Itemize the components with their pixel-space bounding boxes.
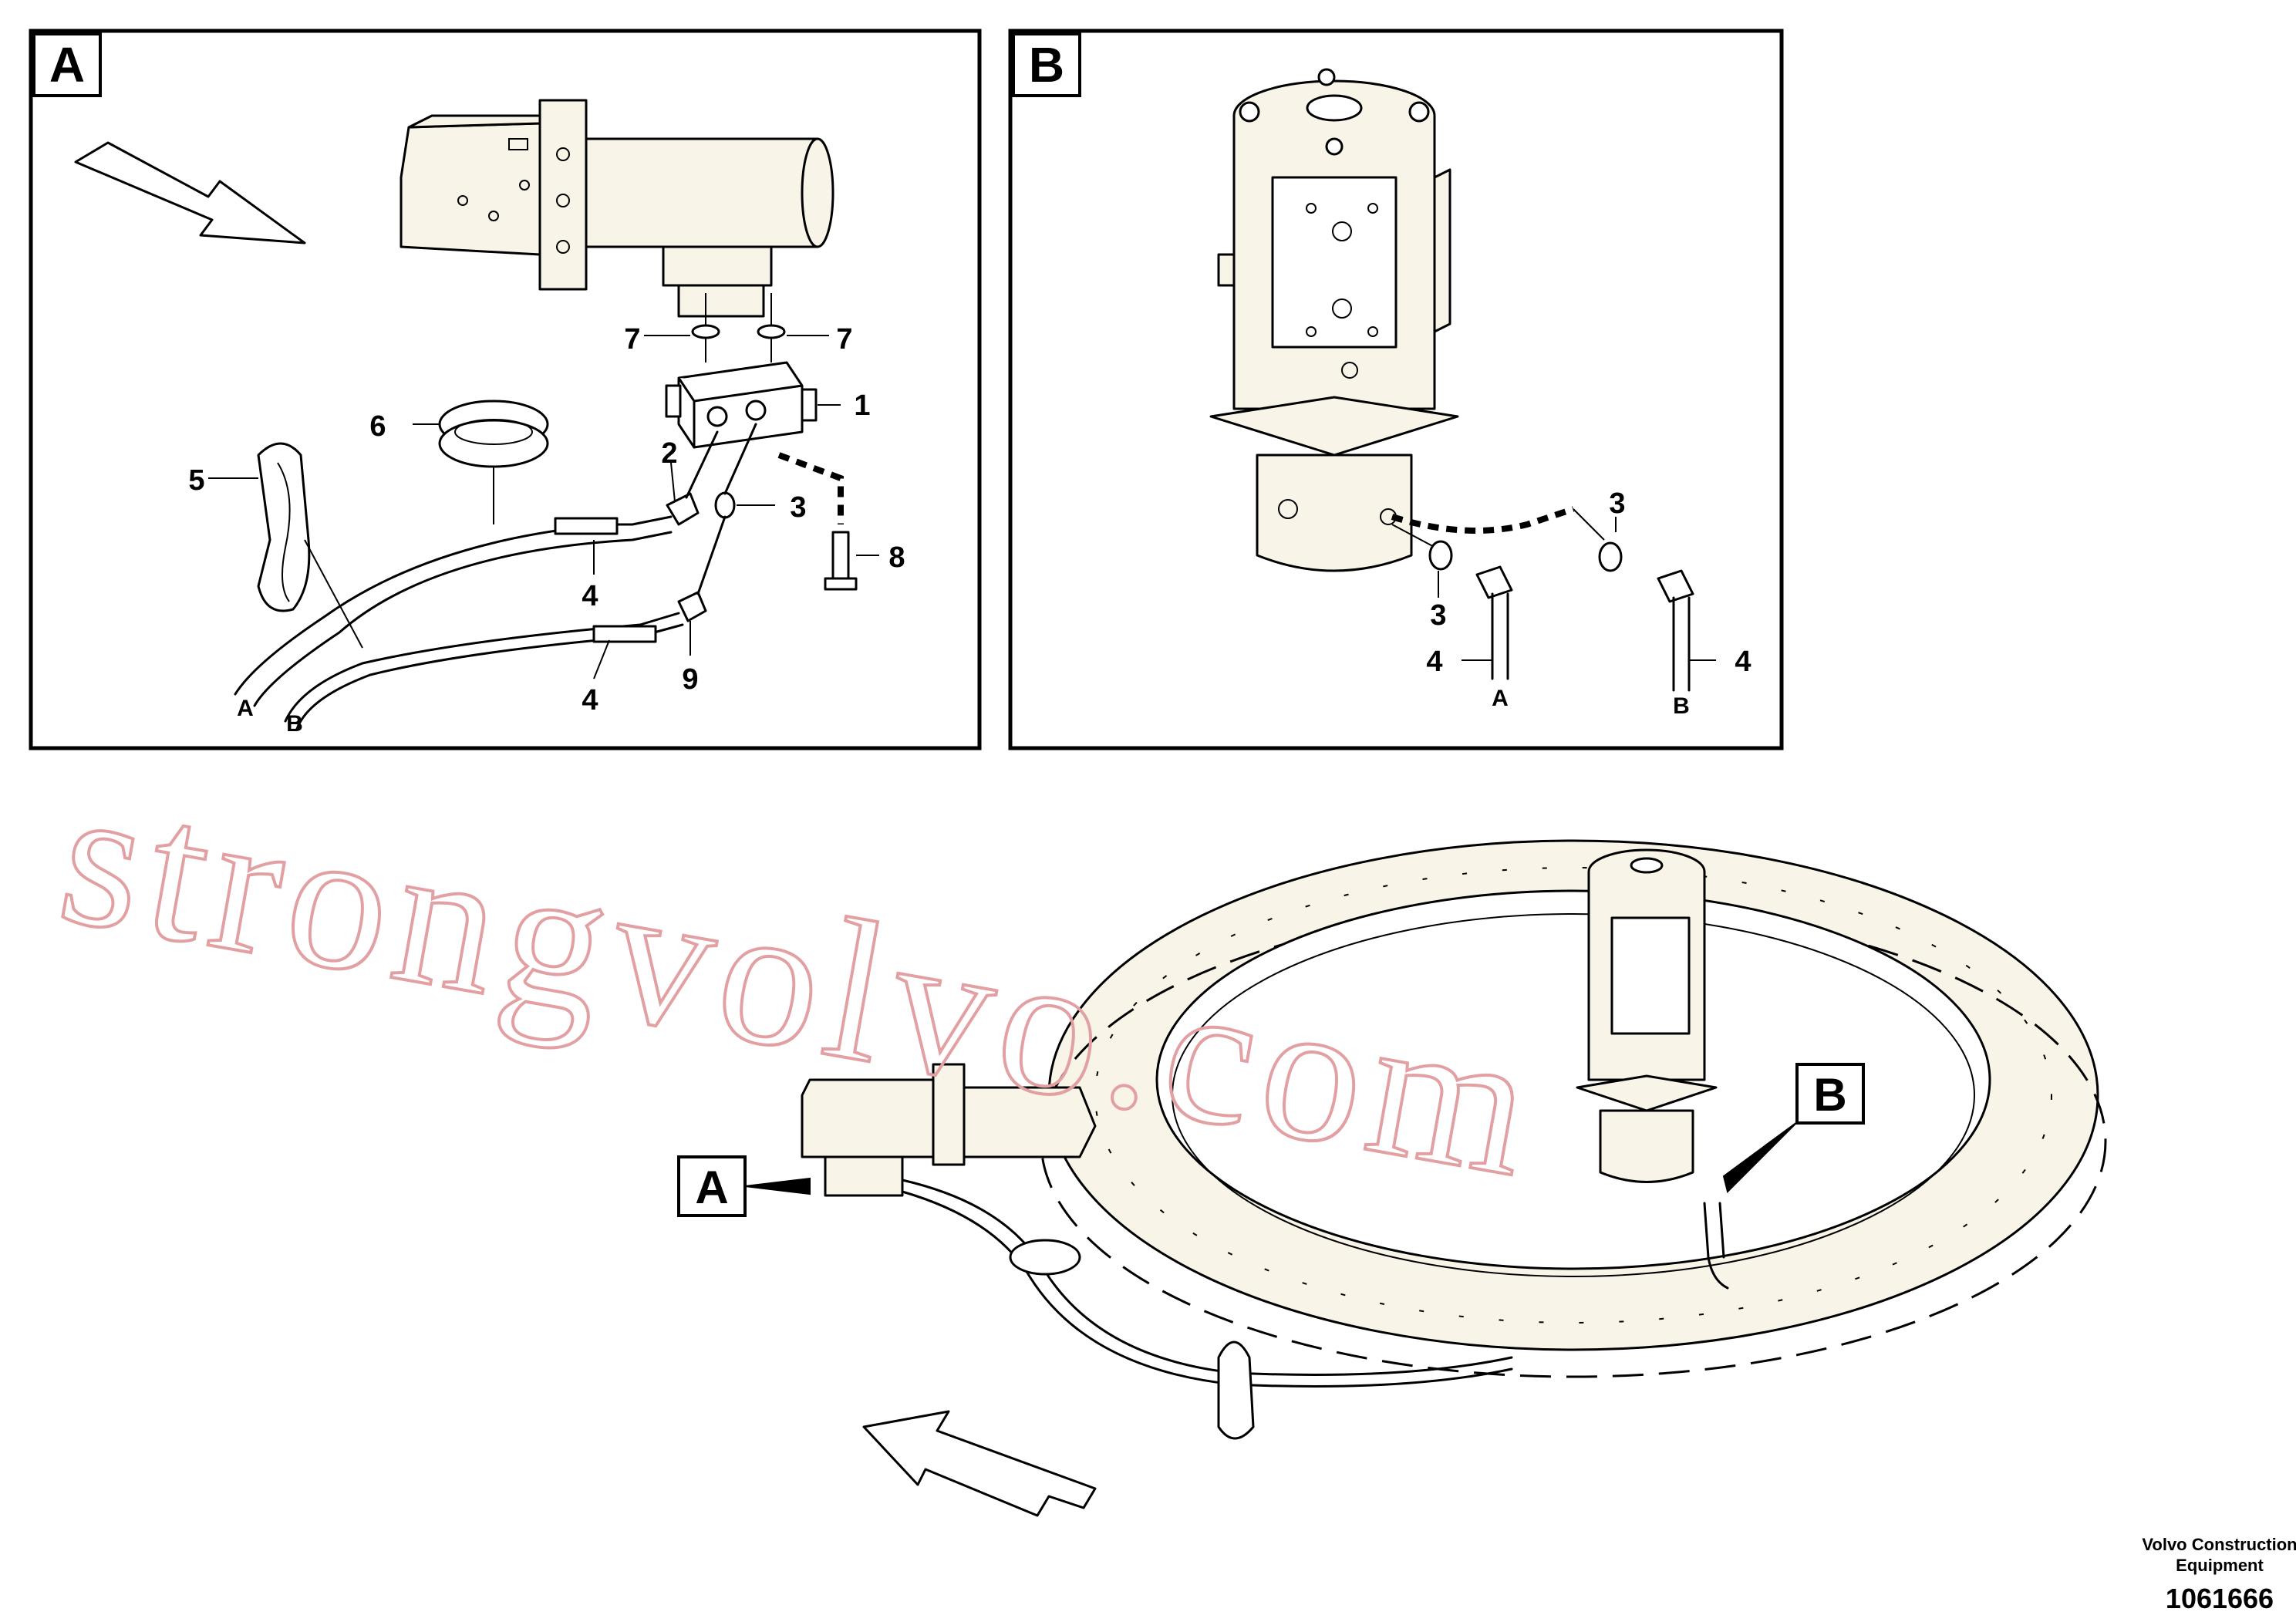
callout-6: 6: [369, 410, 386, 443]
callout-7-left: 7: [624, 323, 640, 356]
callout-4-bottom: 4: [582, 684, 598, 717]
hose-b-label-b: B: [1673, 693, 1690, 719]
detail-b-marker: B: [1813, 1069, 1846, 1121]
callout-7-right: 7: [836, 323, 852, 356]
callout-b-4-left: 4: [1426, 646, 1442, 678]
drawing-number: 1061666: [2166, 1583, 2274, 1614]
clamp-hanger: [1217, 1340, 1255, 1440]
company-line-2: Equipment: [2176, 1556, 2264, 1575]
company-line-1: Volvo Construction: [2142, 1535, 2296, 1554]
panel-a-letter-box: [32, 32, 102, 97]
callout-b-3-left: 3: [1430, 599, 1446, 632]
hose-a: [234, 515, 673, 696]
valve-block: [665, 361, 818, 449]
callout-9: 9: [682, 663, 698, 696]
direction-arrow-bottom-icon: [862, 1410, 1097, 1517]
callout-3: 3: [790, 491, 806, 524]
callout-4-top: 4: [582, 580, 598, 612]
swivel-joint-installed: [1576, 848, 1718, 1183]
callout-2: 2: [661, 437, 677, 470]
callout-b-3-right: 3: [1609, 487, 1625, 520]
panel-a-letter: A: [49, 37, 85, 93]
callout-5: 5: [188, 464, 204, 497]
panel-b-letter: B: [1029, 37, 1064, 93]
o-ring-7-right: [757, 324, 786, 339]
hose-label-b: B: [286, 711, 303, 737]
swing-motor-assembly: [400, 99, 834, 318]
clamp-ring: [1009, 1239, 1081, 1276]
callout-b-4-right: 4: [1735, 646, 1751, 678]
swivel-joint: [1209, 68, 1459, 572]
panel-a: A: [29, 29, 982, 750]
bolt-8: [831, 531, 850, 580]
callout-1: 1: [854, 389, 870, 422]
adapter-3: [714, 491, 736, 519]
detail-b-marker-box: [1795, 1063, 1865, 1125]
clamp-5: [257, 442, 311, 612]
swing-motor-installed: [801, 1063, 1097, 1197]
hose-label-a: A: [237, 696, 254, 721]
watermark: strongvolvo.com: [46, 743, 1554, 1221]
elbow-fitting-9: [677, 591, 707, 622]
hose-b-label-a: A: [1492, 686, 1509, 711]
main-assembly: A B: [677, 839, 2107, 1517]
panel-b-letter-box: [1012, 32, 1081, 97]
hose-b: [284, 612, 680, 723]
panel-b: B: [1008, 29, 1784, 750]
callout-8: 8: [888, 541, 905, 574]
detail-a-marker: A: [695, 1162, 728, 1213]
o-ring-7-left: [691, 324, 720, 339]
direction-arrow-icon: [74, 141, 306, 244]
